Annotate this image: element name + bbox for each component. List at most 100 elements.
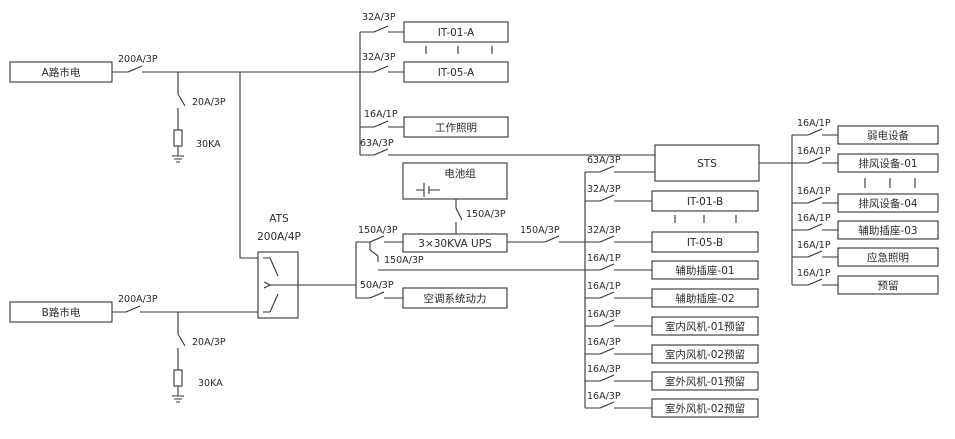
it05a-label: IT-05-A [438,67,475,79]
outdoor2-breaker: 16A/3P [587,391,621,402]
source-b-breaker: 200A/3P [118,294,158,305]
spd-a [172,72,186,163]
exhaust4-box [837,193,939,213]
it01b-box [651,190,759,212]
battery-label: 电池组 [444,167,476,180]
aux3-breaker-symbol [807,223,823,231]
weak-box [837,125,939,145]
spd-b-breaker: 20A/3P [192,337,226,348]
bypass-breaker-symbol [369,249,379,257]
indoor1-breaker: 16A/3P [587,309,621,320]
aux1-label: 辅助插座-01 [675,264,734,277]
it05a-breaker-symbol [373,65,389,73]
aux2-breaker: 16A/1P [587,281,621,292]
ups-label: 3×30KVA UPS [418,238,492,250]
lighting-label: 工作照明 [435,122,477,134]
indoor1-box [651,316,759,336]
ats-name: ATS [269,213,289,225]
weak-label: 弱电设备 [867,129,909,142]
it05a-breaker: 32A/3P [362,52,396,63]
weak-breaker: 16A/1P [797,118,831,129]
outdoor2-label: 室外风机-02预留 [665,402,745,415]
indoor2-box [651,344,759,364]
lighting-box [403,116,509,138]
outdoor1-label: 室外风机-01预留 [665,375,745,388]
bypass-breaker: 150A/3P [384,255,424,266]
battery-box [402,162,508,200]
exhaust-continuation-marks [864,178,916,188]
aux3-breaker: 16A/1P [797,213,831,224]
aux1-box [651,260,759,280]
indoor2-breaker: 16A/3P [587,337,621,348]
aux1-breaker: 16A/1P [587,253,621,264]
reserve-box [837,275,939,295]
outdoor1-breaker-symbol [599,374,615,382]
spd-b-rating: 30KA [198,378,223,389]
indoor2-breaker-symbol [599,347,615,355]
source-a-breaker: 200A/3P [118,54,158,65]
exhaust1-box [837,153,939,173]
emergency-breaker-symbol [807,250,823,258]
indoor1-label: 室内风机-01预留 [665,320,745,333]
exhaust4-label: 排风设备-04 [858,197,917,210]
reserve-breaker: 16A/1P [797,268,831,279]
ups-out-breaker-symbol [544,235,560,243]
it01b-breaker: 32A/3P [587,184,621,195]
ac-label: 空调系统动力 [424,292,487,305]
it05b-breaker: 32A/3P [587,225,621,236]
ups-in-breaker: 150A/3P [358,225,398,236]
indoor2-label: 室内风机-02预留 [665,348,745,361]
exhaust4-breaker-symbol [807,196,823,204]
sts-a-feed-breaker: 63A/3P [360,138,394,149]
source-a-breaker-symbol [127,65,143,73]
outdoor2-box [651,398,759,418]
ups-box [402,233,508,253]
exhaust4-breaker: 16A/1P [797,186,831,197]
aux1-breaker-symbol [599,263,615,271]
battery-link [455,199,463,234]
source-b-breaker-symbol [125,305,141,313]
lighting-breaker-symbol [373,120,389,128]
lighting-breaker: 16A/1P [364,109,398,120]
emergency-box [837,247,939,267]
ac-breaker-symbol [369,291,385,299]
battery-symbol [416,183,440,197]
source-a-label: A路市电 [42,66,81,79]
outdoor1-box [651,371,759,391]
aux3-box [837,220,939,240]
indoor1-breaker-symbol [599,319,615,327]
sts-label: STS [697,158,717,170]
it05a-box [403,61,509,83]
sts-in-breaker: 63A/3P [587,155,621,166]
it01b-breaker-symbol [599,194,615,202]
sts-in-breaker-symbol [599,165,615,173]
it01a-breaker: 32A/3P [362,12,396,23]
ups-in-breaker-symbol [369,235,385,243]
exhaust1-breaker: 16A/1P [797,146,831,157]
outdoor1-breaker: 16A/3P [587,364,621,375]
source-a: A路市电 [9,61,113,83]
aux2-breaker-symbol [599,291,615,299]
ats-feed-a [239,72,263,259]
sts-box [654,144,760,182]
source-b: B路市电 [9,301,113,323]
it01a-label: IT-01-A [438,27,475,39]
aux2-box [651,288,759,308]
ats-box [257,251,299,319]
bypass-branch [369,242,585,271]
spd-a-rating: 30KA [196,139,221,150]
sts-a-feed-breaker-symbol [373,148,389,156]
it01a-breaker-symbol [373,25,389,33]
exhaust1-label: 排风设备-01 [858,157,917,170]
it-b-continuation-marks [674,215,737,223]
it01b-label: IT-01-B [687,196,723,208]
it05b-label: IT-05-B [687,237,723,249]
outdoor2-breaker-symbol [599,401,615,409]
ats-rating: 200A/4P [257,231,301,243]
emergency-label: 应急照明 [867,251,909,264]
spd-a-breaker: 20A/3P [192,97,226,108]
ups-out-breaker: 150A/3P [520,225,560,236]
emergency-breaker: 16A/1P [797,240,831,251]
ac-box [402,287,508,309]
aux3-label: 辅助插座-03 [858,224,917,237]
